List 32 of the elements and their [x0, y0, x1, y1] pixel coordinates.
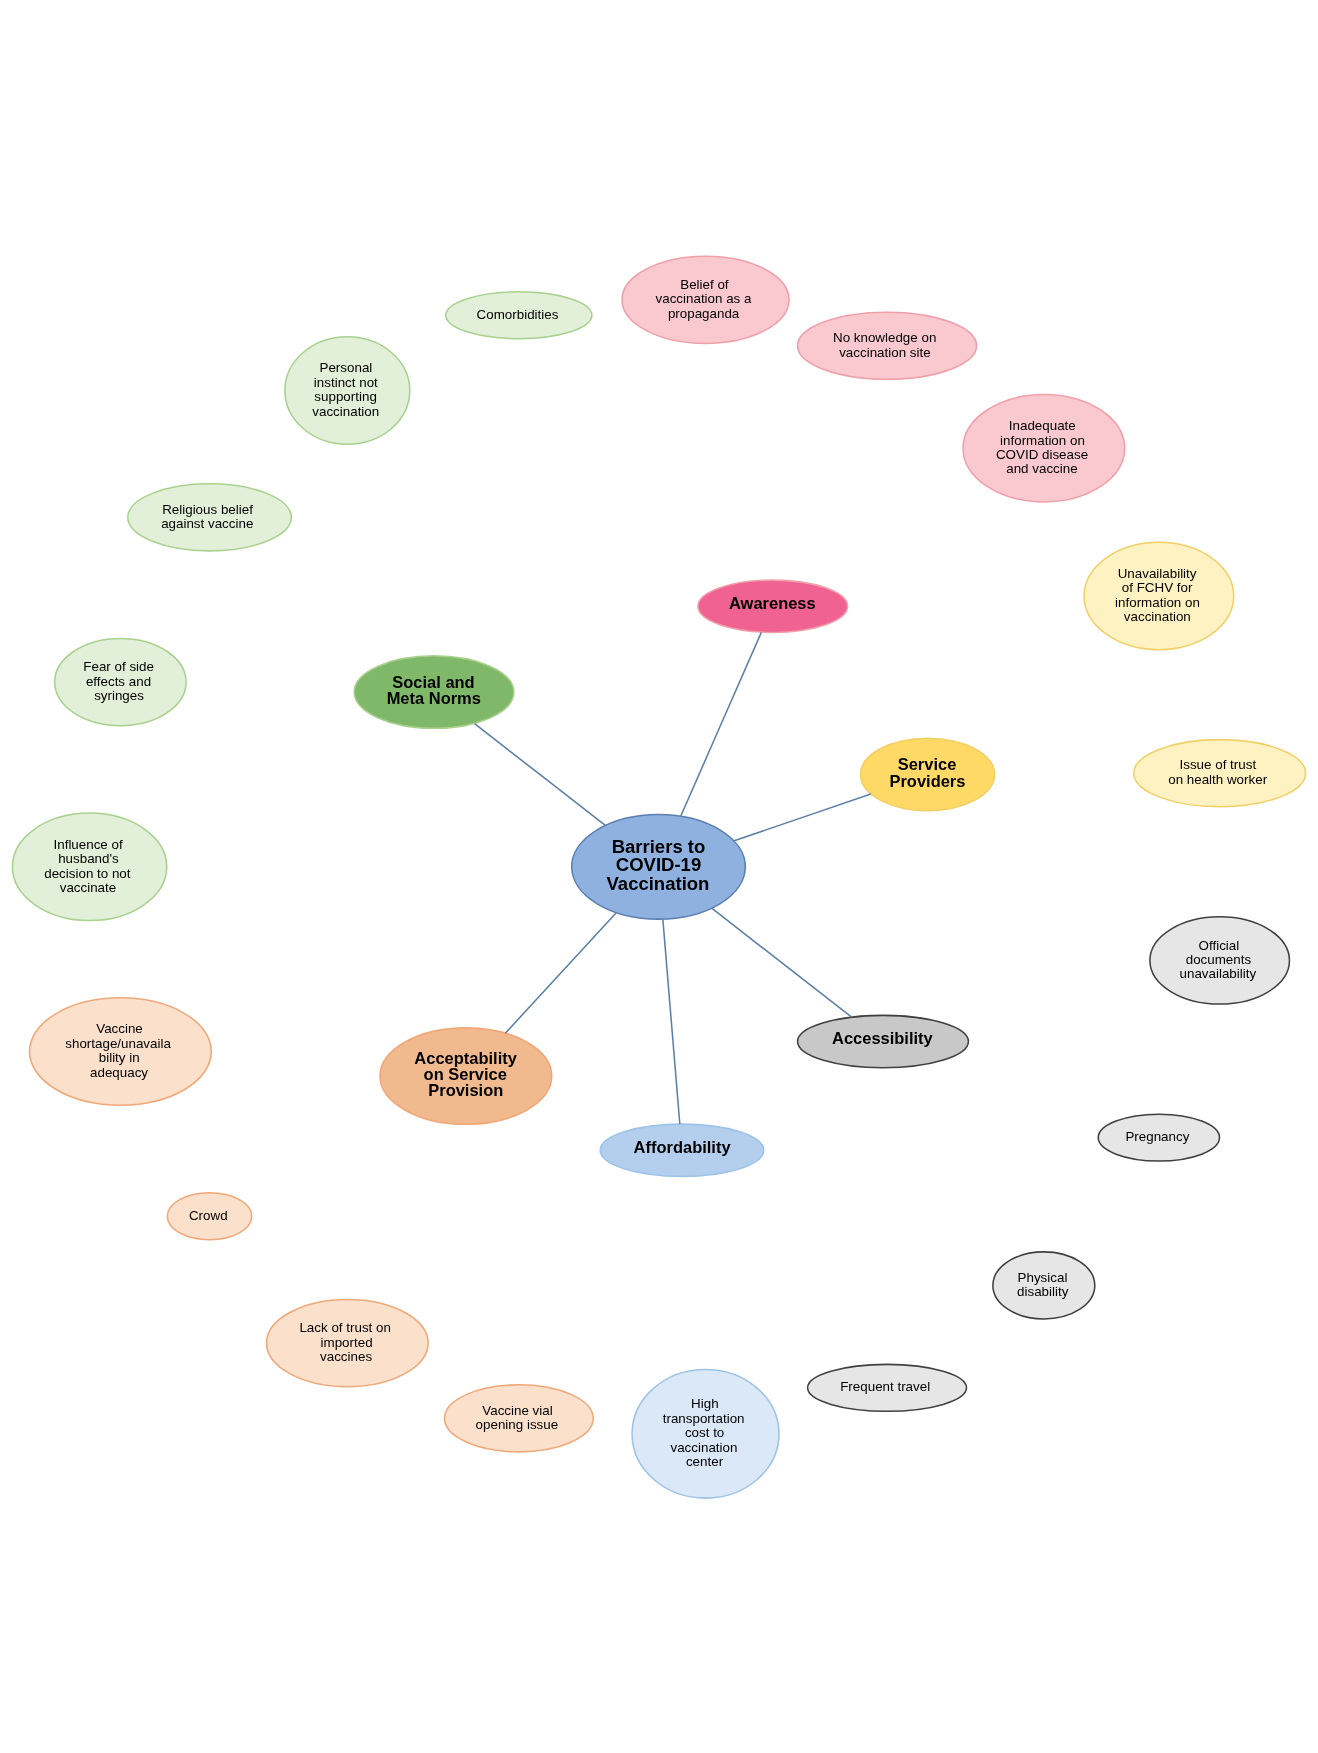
node-ellipse: Official documents unavailability: [1149, 915, 1291, 1005]
connector: [473, 722, 607, 826]
node-ellipse: Unavailability of FCHV for information on vaccination: [1083, 541, 1235, 650]
node-ellipse: Acceptability on Service Provision: [379, 1026, 553, 1125]
node-ellipse: Comorbidities: [445, 290, 593, 339]
connector: [710, 906, 853, 1018]
node-ellipse: High transportation cost to vaccination center: [631, 1368, 780, 1499]
node-ellipse: Religious belief against vaccine: [127, 482, 293, 552]
connector: [504, 911, 617, 1034]
node-ellipse: Influence of husband's decision to not vaccinate: [11, 811, 168, 921]
node-ellipse: Issue of trust on health worker: [1133, 738, 1307, 807]
node-ellipse: Vaccine shortage/unavaila bility in adequacy: [28, 996, 213, 1106]
node-ellipse: Belief of vaccination as a propaganda: [621, 254, 790, 344]
node-ellipse: Lack of trust on imported vaccines: [265, 1298, 429, 1387]
node-ellipse: Frequent travel: [806, 1363, 968, 1412]
node-ellipse: Service Providers: [859, 736, 996, 811]
node-ellipse: Physical disability: [992, 1250, 1096, 1320]
node-ellipse: Affordability: [599, 1122, 765, 1177]
node-ellipse: Barriers to COVID-19 Vaccination: [570, 813, 747, 920]
node-ellipse: Accessibility: [796, 1014, 970, 1068]
node-ellipse: Crowd: [166, 1191, 253, 1240]
node-ellipse: No knowledge on vaccination site: [796, 311, 978, 380]
node-ellipse: Personal instinct not supporting vaccination: [284, 335, 411, 445]
connector: [733, 792, 872, 842]
node-ellipse: Vaccine vial opening issue: [443, 1383, 594, 1453]
node-ellipse: Inadequate information on COVID disease and vaccine: [962, 393, 1126, 503]
node-ellipse: Awareness: [697, 578, 849, 633]
node-ellipse: Fear of side effects and syringes: [53, 637, 187, 726]
node-ellipse: Pregnancy: [1097, 1112, 1221, 1162]
connector: [662, 918, 681, 1125]
connector: [680, 631, 763, 817]
node-ellipse: Social and Meta Norms: [353, 654, 515, 729]
